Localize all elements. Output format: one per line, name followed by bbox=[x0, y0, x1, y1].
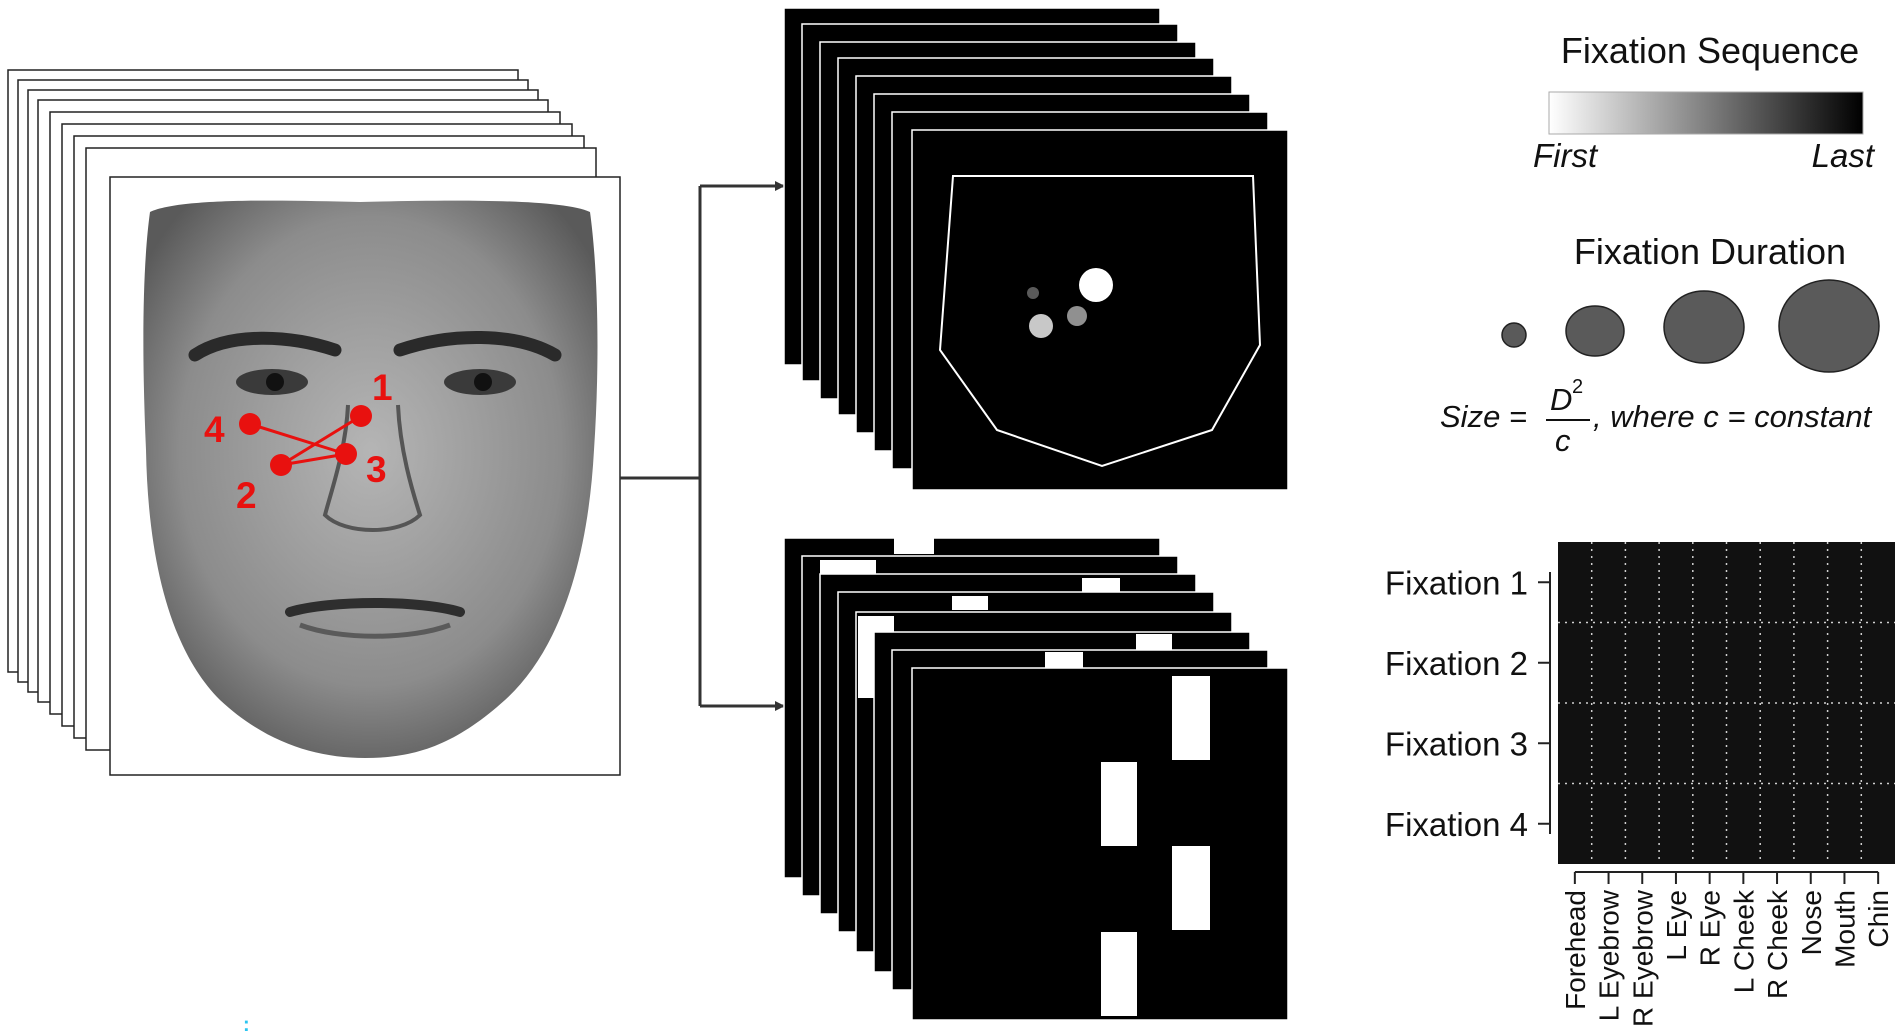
fixation-map-front bbox=[911, 129, 1289, 491]
fixation-point-4 bbox=[239, 413, 261, 435]
formula-exponent: 2 bbox=[1572, 376, 1583, 398]
fixation-blob-3 bbox=[1067, 306, 1087, 326]
matrix-column-label: Forehead bbox=[1560, 890, 1591, 1010]
saccade-3-4 bbox=[249, 422, 347, 456]
matrix-grid bbox=[1558, 542, 1895, 864]
fixation-label-1: 1 bbox=[372, 367, 393, 408]
fixation-blob-4 bbox=[1027, 287, 1039, 299]
matrix-column-label: L Eyebrow bbox=[1594, 889, 1625, 1021]
matrix-column-label: Chin bbox=[1863, 890, 1894, 948]
legend-last-label: Last bbox=[1812, 137, 1876, 174]
fixation-label-3: 3 bbox=[366, 449, 387, 490]
fixation-point-2 bbox=[270, 454, 292, 476]
saccade-1-2 bbox=[280, 414, 362, 467]
matrix-column-label: R Eye bbox=[1695, 890, 1726, 966]
matrix-column-label: R Eyebrow bbox=[1627, 889, 1658, 1027]
duration-circle-xs bbox=[1501, 322, 1527, 348]
legend-duration-title: Fixation Duration bbox=[1574, 231, 1846, 272]
formula-numerator: D bbox=[1550, 382, 1572, 417]
matrix-column-label: Mouth bbox=[1829, 890, 1860, 968]
fixation-point-1 bbox=[350, 405, 372, 427]
roi-cell bbox=[1172, 846, 1210, 930]
roi-cell bbox=[1101, 932, 1137, 1016]
duration-circle-l bbox=[1778, 279, 1880, 373]
matrix-row-label: Fixation 4 bbox=[1385, 806, 1528, 843]
legend-sequence-title: Fixation Sequence bbox=[1561, 30, 1859, 71]
fixation-map-stack bbox=[783, 7, 1289, 491]
fixation-blob-2 bbox=[1029, 314, 1053, 338]
legend-first-label: First bbox=[1533, 137, 1599, 174]
connector-arrows bbox=[620, 181, 785, 711]
duration-circle-s bbox=[1565, 305, 1625, 357]
matrix-ticks bbox=[1538, 572, 1880, 884]
stray-marker: : bbox=[243, 1014, 250, 1036]
formula-suffix: , where c = constant bbox=[1593, 399, 1873, 434]
legend-fixation-duration: Fixation Duration Size = D 2 c , where c… bbox=[1440, 231, 1880, 458]
matrix-row-label: Fixation 1 bbox=[1385, 564, 1528, 601]
fixation-label-4: 4 bbox=[204, 409, 225, 450]
face-outline bbox=[938, 175, 1262, 468]
sequence-gradient-bar bbox=[1548, 91, 1864, 135]
roi-map-stack bbox=[783, 537, 1289, 1021]
matrix-row-label: Fixation 3 bbox=[1385, 725, 1528, 762]
matrix-column-label: L Eye bbox=[1661, 890, 1692, 961]
face-image-stack: 1 2 3 4 bbox=[7, 69, 621, 776]
formula-denominator: c bbox=[1555, 423, 1571, 458]
matrix-row-labels: Fixation 1 Fixation 2 Fixation 3 Fixation 4 bbox=[1385, 564, 1528, 843]
roi-map-front bbox=[911, 667, 1289, 1021]
face-photo bbox=[143, 200, 598, 758]
formula-size: Size = bbox=[1440, 399, 1527, 434]
fixation-blob-1 bbox=[1079, 268, 1113, 302]
fixation-point-3 bbox=[335, 443, 357, 465]
roi-cell bbox=[1101, 762, 1137, 846]
matrix-column-label: L Cheek bbox=[1728, 889, 1759, 993]
roi-cell bbox=[1172, 676, 1210, 760]
matrix-row-label: Fixation 2 bbox=[1385, 645, 1528, 682]
scanpath: 1 2 3 4 bbox=[204, 367, 393, 516]
duration-circle-m bbox=[1663, 290, 1745, 364]
matrix-column-label: R Cheek bbox=[1762, 889, 1793, 999]
legend-fixation-sequence: Fixation Sequence First Last bbox=[1533, 30, 1876, 174]
roi-matrix: Fixation 1 Fixation 2 Fixation 3 Fixation 4… bbox=[1385, 542, 1895, 1027]
fixation-label-2: 2 bbox=[236, 475, 257, 516]
matrix-column-label: Nose bbox=[1796, 890, 1827, 955]
